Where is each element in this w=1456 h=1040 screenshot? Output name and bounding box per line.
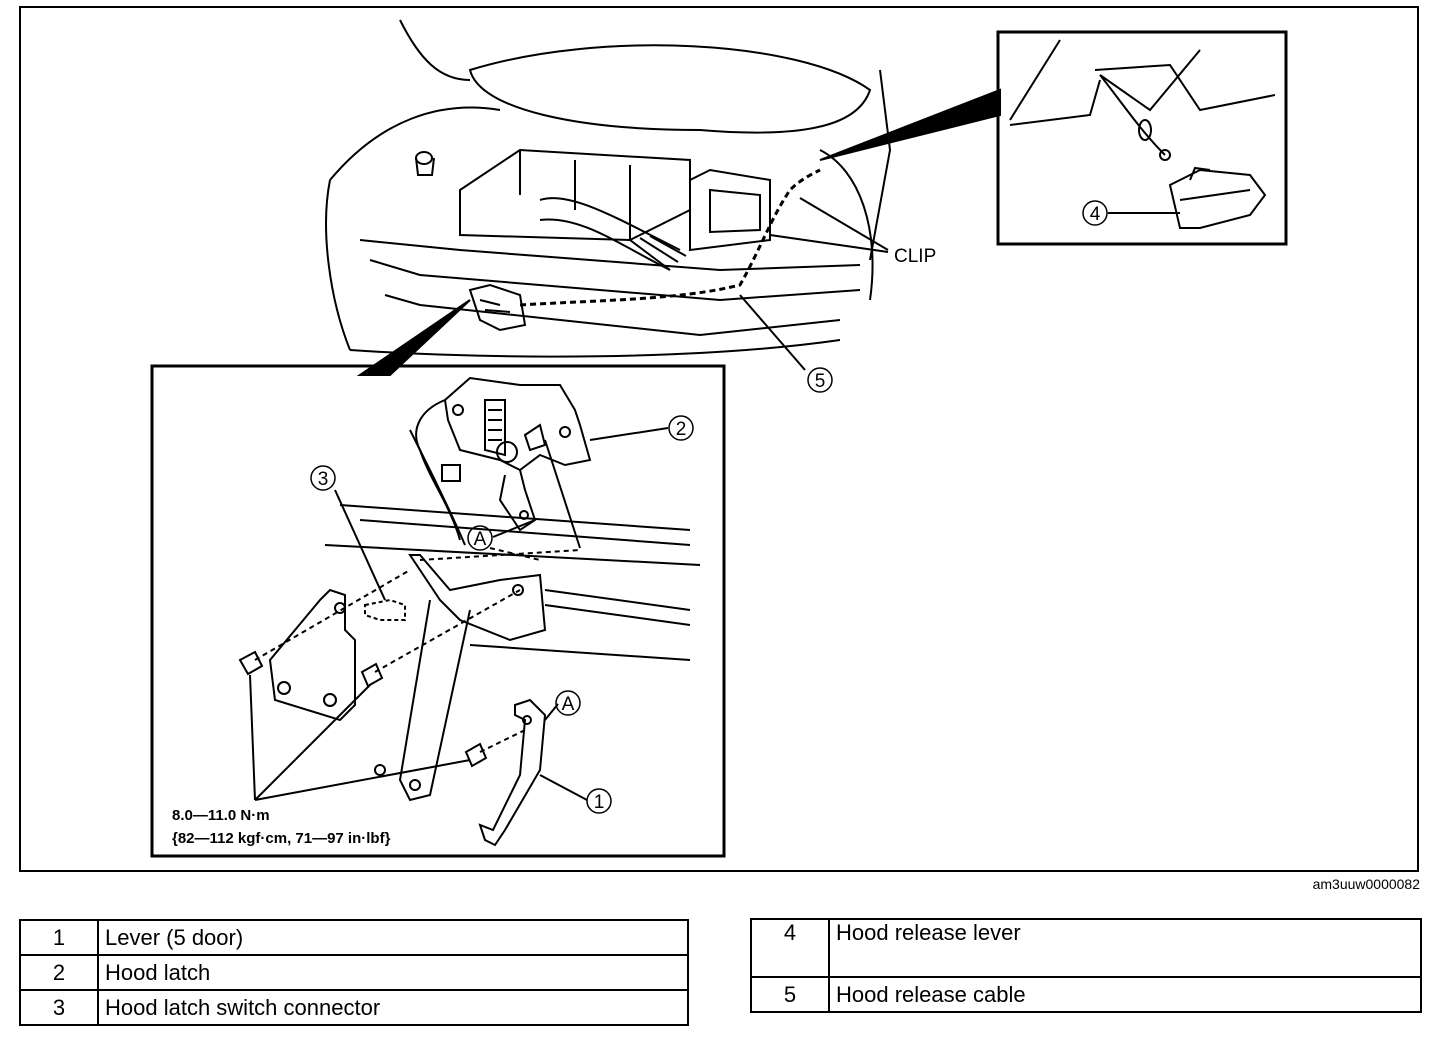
svg-text:4: 4 bbox=[1090, 204, 1101, 225]
diagram-frame bbox=[19, 6, 1419, 872]
callout-5: 5 bbox=[807, 367, 833, 393]
legend-label: Hood release lever bbox=[828, 918, 1422, 978]
svg-text:A: A bbox=[474, 529, 487, 550]
legend-table-right: 4 Hood release lever 5 Hood release cabl… bbox=[750, 918, 1422, 1013]
legend-row: 4 Hood release lever bbox=[750, 918, 1422, 978]
torque-spec-line1: 8.0—11.0 N·m bbox=[172, 807, 270, 824]
callout-a-bottom: A bbox=[555, 690, 581, 716]
figure-id: am3uuw0000082 bbox=[1312, 876, 1420, 892]
svg-text:1: 1 bbox=[594, 792, 605, 813]
callout-1: 1 bbox=[586, 788, 612, 814]
callout-2: 2 bbox=[668, 415, 694, 441]
svg-text:2: 2 bbox=[676, 419, 687, 440]
callout-a-top: A bbox=[467, 525, 493, 551]
callout-3: 3 bbox=[310, 465, 336, 491]
legend-row: 1 Lever (5 door) bbox=[19, 919, 689, 956]
legend-row: 5 Hood release cable bbox=[750, 976, 1422, 1013]
legend-table-left: 1 Lever (5 door) 2 Hood latch 3 Hood lat… bbox=[19, 919, 689, 1026]
engine-bay-illustration bbox=[325, 19, 1001, 376]
hood-latch-inset bbox=[150, 364, 726, 858]
hood-latch-diagram: 1 2 3 4 5 A A CLIP 8.0—11.0 N·m {82—112 … bbox=[150, 19, 1288, 858]
legend-number: 5 bbox=[750, 976, 830, 1013]
svg-text:3: 3 bbox=[318, 469, 329, 490]
legend-number: 3 bbox=[19, 989, 99, 1026]
legend-label: Hood release cable bbox=[828, 976, 1422, 1013]
hood-release-lever-inset bbox=[996, 30, 1288, 246]
legend-label: Lever (5 door) bbox=[97, 919, 689, 956]
clip-label: CLIP bbox=[894, 246, 936, 267]
svg-text:5: 5 bbox=[815, 371, 826, 392]
legend-label: Hood latch switch connector bbox=[97, 989, 689, 1026]
legend-number: 2 bbox=[19, 954, 99, 991]
torque-spec-line2: {82—112 kgf·cm, 71—97 in·lbf} bbox=[172, 830, 391, 847]
legend-row: 3 Hood latch switch connector bbox=[19, 989, 689, 1026]
callout-4: 4 bbox=[1082, 200, 1108, 226]
svg-text:A: A bbox=[562, 694, 575, 715]
legend-row: 2 Hood latch bbox=[19, 954, 689, 991]
legend-number: 4 bbox=[750, 918, 830, 978]
legend-label: Hood latch bbox=[97, 954, 689, 991]
legend-number: 1 bbox=[19, 919, 99, 956]
